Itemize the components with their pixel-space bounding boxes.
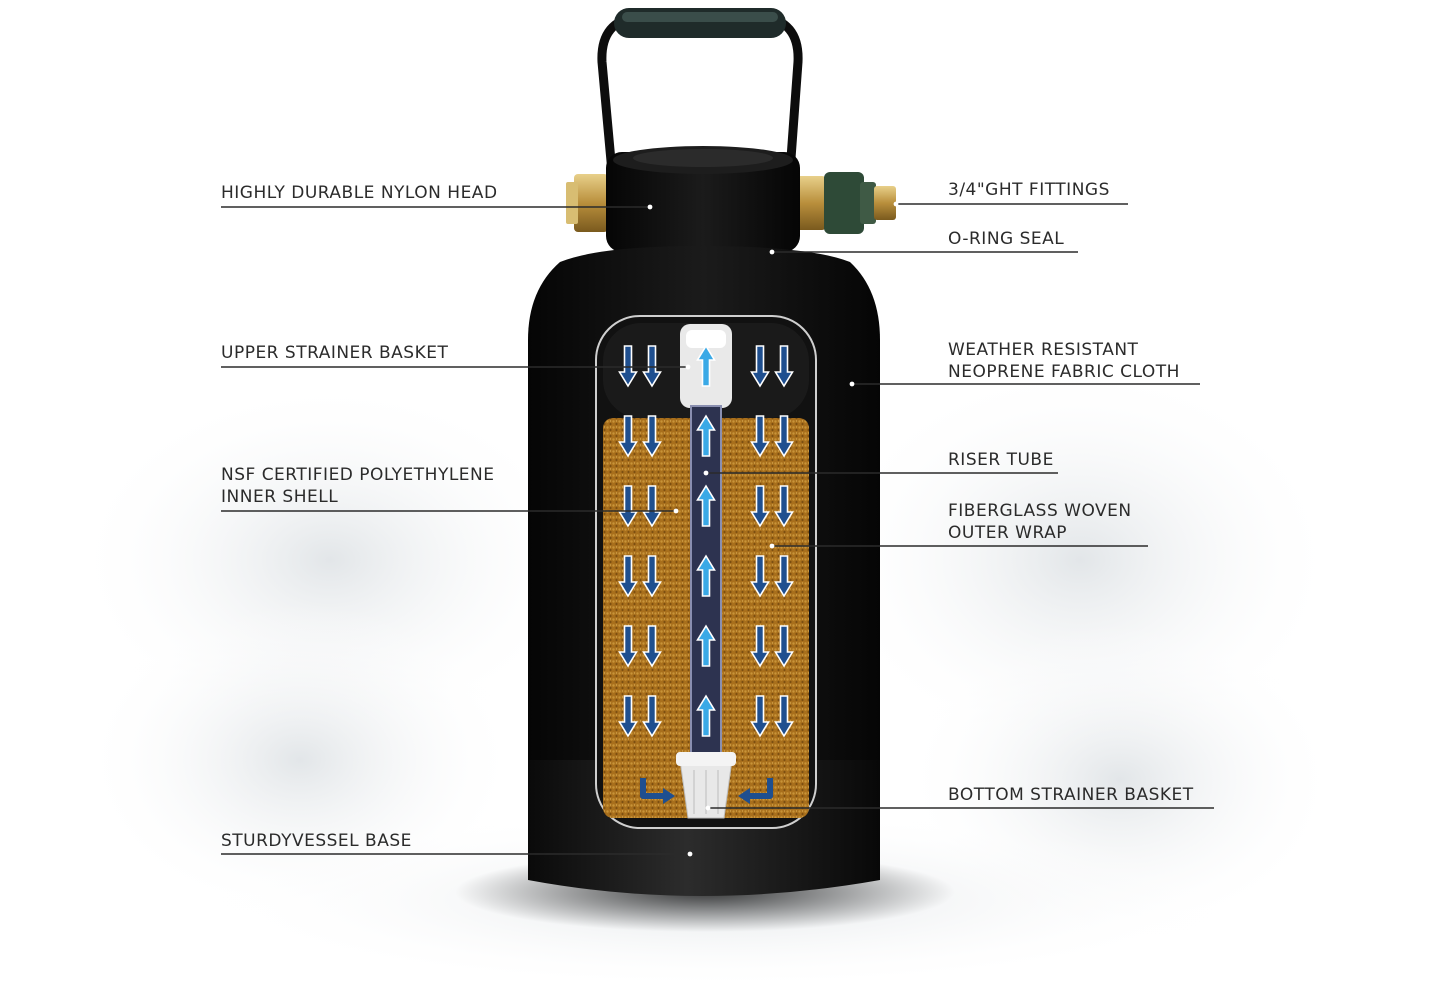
arrow-down-icon [642,415,662,458]
arrow-up-icon [696,484,716,527]
right-ght-fitting [796,172,896,234]
label-upper-strainer: UPPER STRAINER BASKET [221,343,449,363]
arrow-up-icon [696,694,716,737]
arrow-down-icon [750,555,770,598]
flow-arrows [618,344,794,804]
arrow-down-icon [618,415,638,458]
arrow-down-icon [774,485,794,528]
leader-vessel-base-dot [687,851,693,857]
leader-bottom-strainer-dot [705,805,711,811]
arrow-down-icon [750,695,770,738]
arrow-down-icon [642,695,662,738]
arrow-down-icon [750,345,770,388]
left-ght-fitting [566,174,608,232]
leader-riser-tube-dot [703,470,709,476]
leader-inner-shell-dot [673,508,679,514]
arrow-down-icon [774,345,794,388]
leader-ght-fittings-dot [893,201,899,207]
arrow-turn-icon [738,778,773,804]
label-o-ring-seal: O-RING SEAL [948,229,1065,249]
label-nylon-head: HIGHLY DURABLE NYLON HEAD [221,183,498,203]
arrow-down-icon [642,345,662,388]
arrow-down-icon [618,695,638,738]
arrow-down-icon [774,625,794,668]
label-riser-tube: RISER TUBE [948,450,1054,470]
label-vessel-base: STURDYVESSEL BASE [221,831,412,851]
arrow-down-icon [774,695,794,738]
arrow-down-icon [750,485,770,528]
bottom-strainer-basket [676,752,736,819]
arrow-up-icon [696,624,716,667]
arrow-down-icon [618,625,638,668]
mist-background [70,360,1340,990]
leader-upper-strainer-dot [685,364,691,370]
label-bottom-strainer: BOTTOM STRAINER BASKET [948,785,1194,805]
arrow-down-icon [642,555,662,598]
arrow-up-icon [696,414,716,457]
arrow-down-icon [618,485,638,528]
arrow-up-icon [696,554,716,597]
leader-fiberglass-wrap-dot [769,543,775,549]
arrow-turn-icon [640,778,675,804]
leader-neoprene-cloth-dot [849,381,855,387]
arrow-down-icon [750,415,770,458]
arrow-down-icon [618,345,638,388]
label-fiberglass-wrap: FIBERGLASS WOVEN OUTER WRAP [948,501,1132,543]
arrow-down-icon [642,625,662,668]
label-inner-shell: NSF CERTIFIED POLYETHYLENE INNER SHELL [221,465,495,507]
label-neoprene-cloth: WEATHER RESISTANT NEOPRENE FABRIC CLOTH [948,340,1180,382]
leader-nylon-head-dot [647,204,653,210]
label-ght-fittings: 3/4"GHT FITTINGS [948,180,1110,200]
leader-o-ring-seal-dot [769,249,775,255]
arrow-down-icon [642,485,662,528]
arrow-down-icon [618,555,638,598]
leader-lines [221,201,1214,857]
nylon-head [606,146,800,252]
arrow-down-icon [774,415,794,458]
arrow-down-icon [750,625,770,668]
arrow-up-icon [696,344,716,387]
arrow-down-icon [774,555,794,598]
carry-handle [597,8,803,173]
